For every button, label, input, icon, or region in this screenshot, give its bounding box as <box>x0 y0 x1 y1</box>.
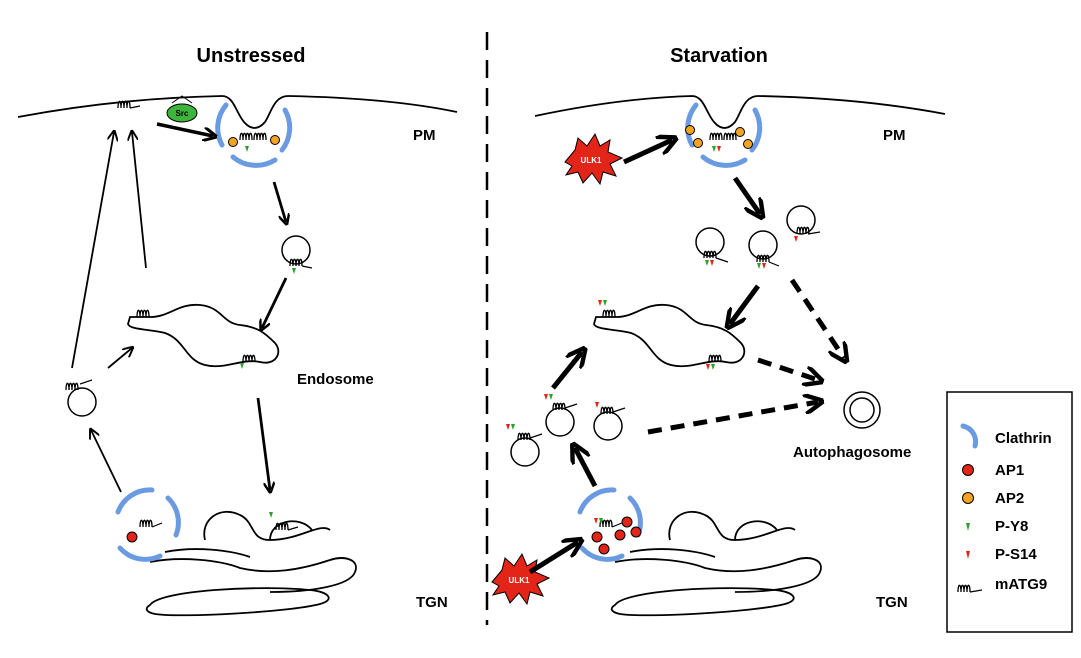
left-vesicle <box>281 235 313 274</box>
ap1-dot <box>126 531 138 543</box>
right-plasma-membrane <box>534 95 946 129</box>
starvation-title: Starvation <box>670 45 768 67</box>
legend-matg9-symbol <box>957 584 983 593</box>
legend-label-ap2: AP2 <box>995 490 1024 507</box>
src-label: Src <box>176 109 189 118</box>
legend-label-py8: P-Y8 <box>995 518 1028 535</box>
ulk1-top-arrow <box>622 140 672 165</box>
arrow-pm-to-vesicles-right <box>732 176 760 214</box>
right-small-vesicles <box>506 394 626 467</box>
left-recycling-vesicle <box>65 379 97 417</box>
dashed-arrow-vesicles-to-autophagosome <box>789 278 844 358</box>
tgn-label-left: TGN <box>416 594 448 611</box>
dashed-arrow-endosome-to-autophagosome <box>757 357 818 380</box>
endosome-label: Endosome <box>297 371 374 388</box>
right-tgn <box>610 510 822 617</box>
right-pm-clathrin <box>685 102 763 168</box>
unstressed-title: Unstressed <box>197 45 306 67</box>
right-endosome <box>593 300 746 370</box>
legend-ap2-symbol <box>962 492 974 504</box>
left-endosome <box>127 304 280 369</box>
src-arrow <box>156 122 213 136</box>
pm-label-left: PM <box>413 127 436 144</box>
legend-clathrin-symbol <box>960 423 979 449</box>
thin-arrows-left <box>71 132 147 493</box>
legend-py8-symbol <box>966 523 970 531</box>
p-y8-mark <box>245 146 249 152</box>
legend: Clathrin AP1 AP2 P-Y8 P-S14 mATG9 <box>946 391 1073 633</box>
arrow-endosome-to-tgn <box>256 397 270 490</box>
left-plasma-membrane <box>17 95 458 129</box>
legend-label-clathrin: Clathrin <box>995 430 1052 447</box>
ulk1-bottom-label: ULK1 <box>509 576 530 585</box>
legend-box <box>946 391 1073 633</box>
pm-label-right: PM <box>883 127 906 144</box>
arrow-vesicles-to-endosome-lower <box>551 352 582 390</box>
arrow-tgn-to-vesicles <box>575 448 598 488</box>
ulk1-top: ULK1 <box>564 132 624 186</box>
legend-label-matg9: mATG9 <box>995 576 1047 593</box>
ulk1-top-label: ULK1 <box>581 156 602 165</box>
legend-label-ap1: AP1 <box>995 462 1024 479</box>
legend-ap1-symbol <box>962 464 974 476</box>
arrow-pm-to-vesicle <box>272 181 286 222</box>
autophagosome-label: Autophagosome <box>793 444 911 461</box>
ulk1-bottom: ULK1 <box>491 552 551 606</box>
left-pm-clathrin <box>215 102 293 168</box>
left-tgn-clathrin <box>115 487 181 562</box>
right-vesicle-cluster <box>695 205 821 269</box>
left-tgn <box>145 510 357 617</box>
ap2-dot <box>228 137 238 147</box>
legend-label-ps14: P-S14 <box>995 546 1037 563</box>
ulk1-bottom-arrow <box>528 542 578 575</box>
ap2-dot <box>270 135 280 145</box>
arrow-vesicle-to-endosome <box>262 277 288 328</box>
autophagosome <box>843 391 881 429</box>
legend-ps14-symbol <box>966 551 970 559</box>
src-kinase: Src <box>166 95 198 123</box>
tgn-label-right: TGN <box>876 594 908 611</box>
dashed-arrow-small-vesicles-to-autophagosome <box>647 402 818 435</box>
arrow-vesicles-to-endosome-right <box>730 284 761 324</box>
